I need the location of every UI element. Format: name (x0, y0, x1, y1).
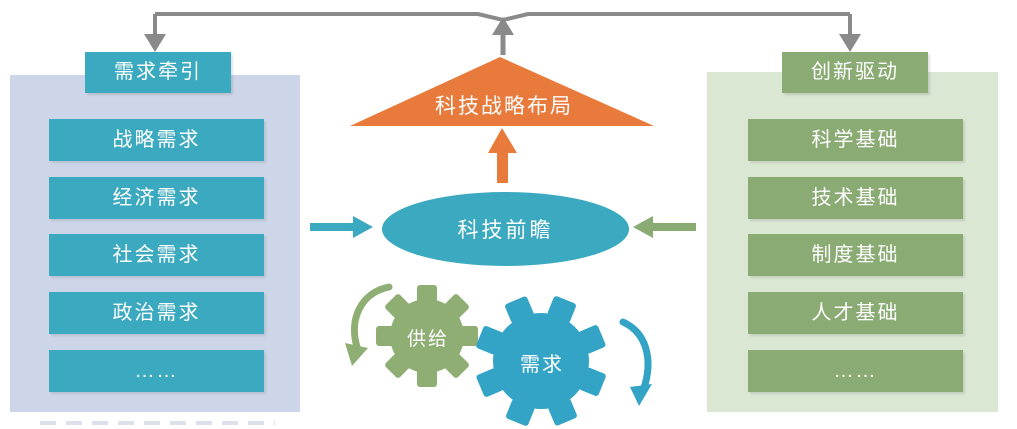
down-arrow-icon (144, 34, 166, 52)
green-arrow-shaft (652, 223, 696, 231)
up-arrow-icon (488, 128, 517, 153)
rotate-cw-arrowhead (630, 384, 652, 406)
teal-arrow-shaft (310, 223, 354, 231)
rotate-cw-arrow-icon (619, 318, 652, 392)
strategy-triangle (350, 57, 654, 126)
left-arrow-icon (633, 216, 653, 238)
rotate-ccw-arrow-icon (350, 283, 393, 351)
innovation-item-ellipsis: …… (748, 350, 963, 392)
demand-item-ellipsis: …… (49, 350, 264, 392)
demand-item-social: 社会需求 (49, 234, 264, 276)
demand-item-political: 政治需求 (49, 292, 264, 334)
up-arrow-icon (492, 17, 514, 35)
demand-panel-header: 需求牵引 (85, 52, 231, 93)
rotate-ccw-arrowhead (345, 343, 368, 366)
innovation-panel-header: 创新驱动 (782, 52, 928, 93)
foresight-ellipse: 科技前瞻 (382, 192, 629, 266)
orange-up-arrow-shaft (497, 150, 508, 183)
cropped-caption-dashes (40, 421, 275, 425)
down-arrow-icon (839, 34, 861, 52)
demand-gear-icon (476, 296, 606, 426)
supply-gear-label: 供给 (406, 329, 449, 350)
demand-item-economic: 经济需求 (49, 177, 264, 219)
demand-gear-label: 需求 (520, 354, 564, 376)
right-arrow-icon (353, 216, 373, 238)
innovation-item-technology: 技术基础 (748, 177, 963, 219)
supply-gear-icon (376, 285, 478, 387)
innovation-item-institution: 制度基础 (748, 234, 963, 276)
strategy-triangle-label: 科技战略布局 (435, 95, 573, 118)
innovation-item-talent: 人才基础 (748, 292, 963, 334)
demand-item-strategic: 战略需求 (49, 119, 264, 161)
innovation-item-science: 科学基础 (748, 119, 963, 161)
